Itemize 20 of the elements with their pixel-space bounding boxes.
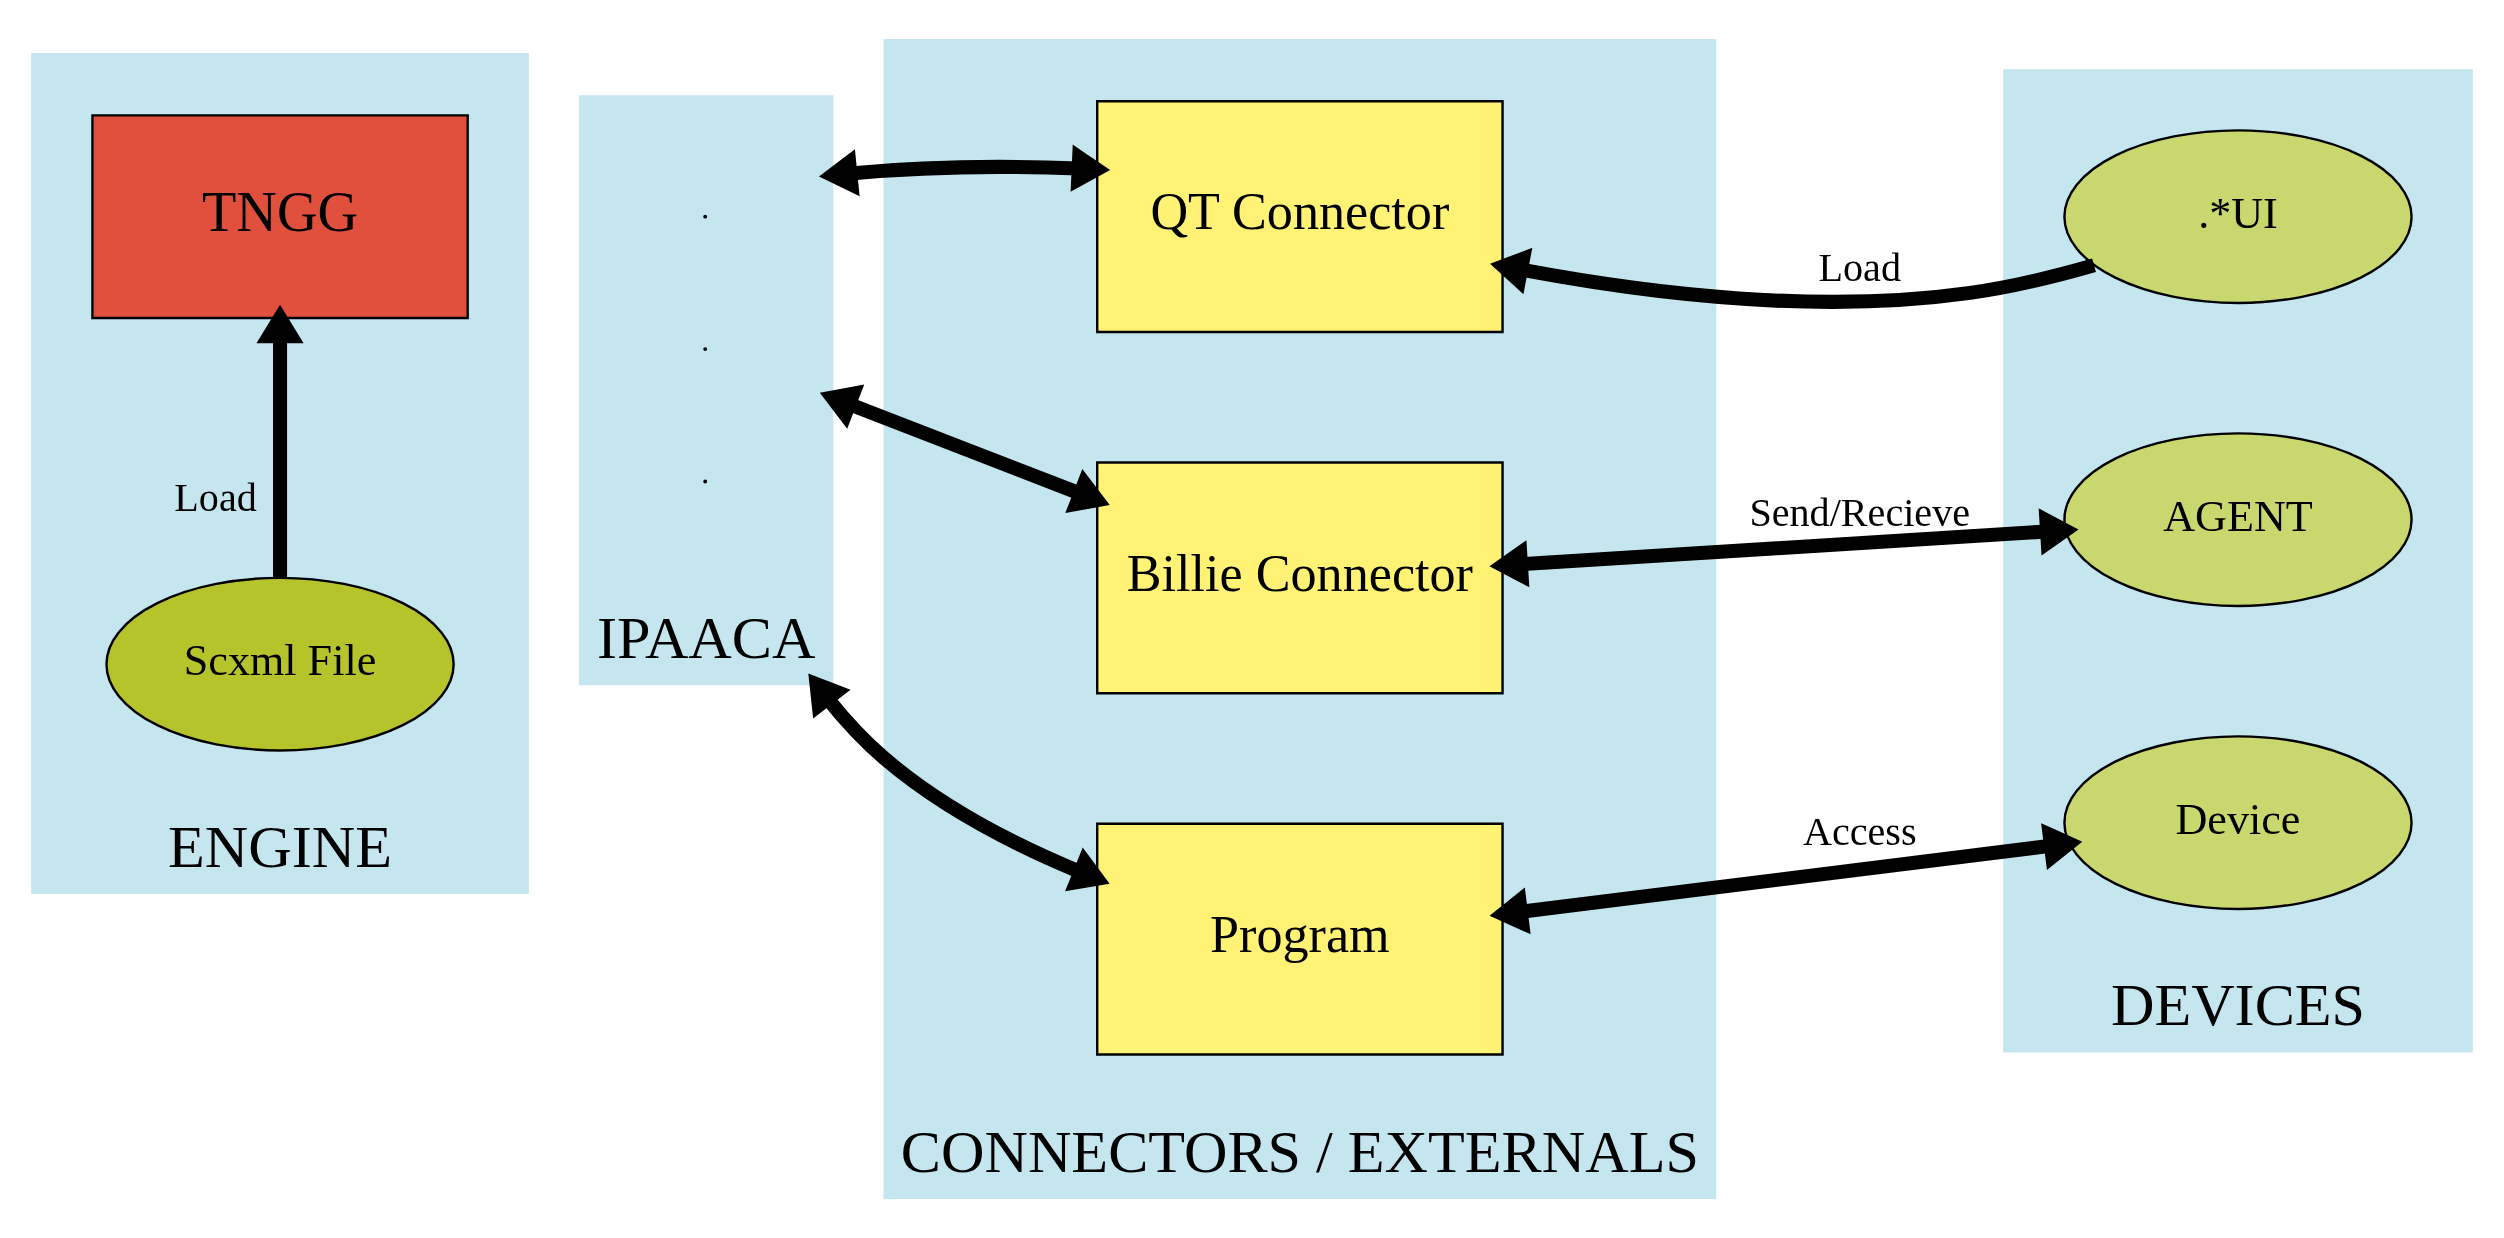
- node-box: IPAACA: [579, 95, 834, 686]
- node-box: TNGG: [91, 114, 469, 320]
- node-box: Billie Connector: [1096, 461, 1504, 695]
- node-ellipse: Device: [2063, 735, 2413, 911]
- node-ellipse: .*UI: [2063, 129, 2413, 305]
- node-ellipse: AGENT: [2063, 432, 2413, 608]
- edge-label: Load: [174, 474, 257, 520]
- node-box: QT Connector: [1096, 100, 1504, 334]
- arrow: [1490, 247, 2096, 309]
- node-box: Program: [1096, 822, 1504, 1056]
- arrow: [819, 384, 1110, 514]
- arrow: [256, 304, 304, 578]
- edge-label: Load: [1818, 244, 1901, 290]
- arrow: [808, 673, 1110, 892]
- edge-label: Access: [1802, 808, 1917, 854]
- arrow: [818, 144, 1111, 197]
- arrow: [1489, 508, 2079, 588]
- node-ellipse: Scxml File: [105, 576, 455, 752]
- edge-label: Send/Recieve: [1749, 489, 1971, 535]
- arrow: [1489, 823, 2083, 935]
